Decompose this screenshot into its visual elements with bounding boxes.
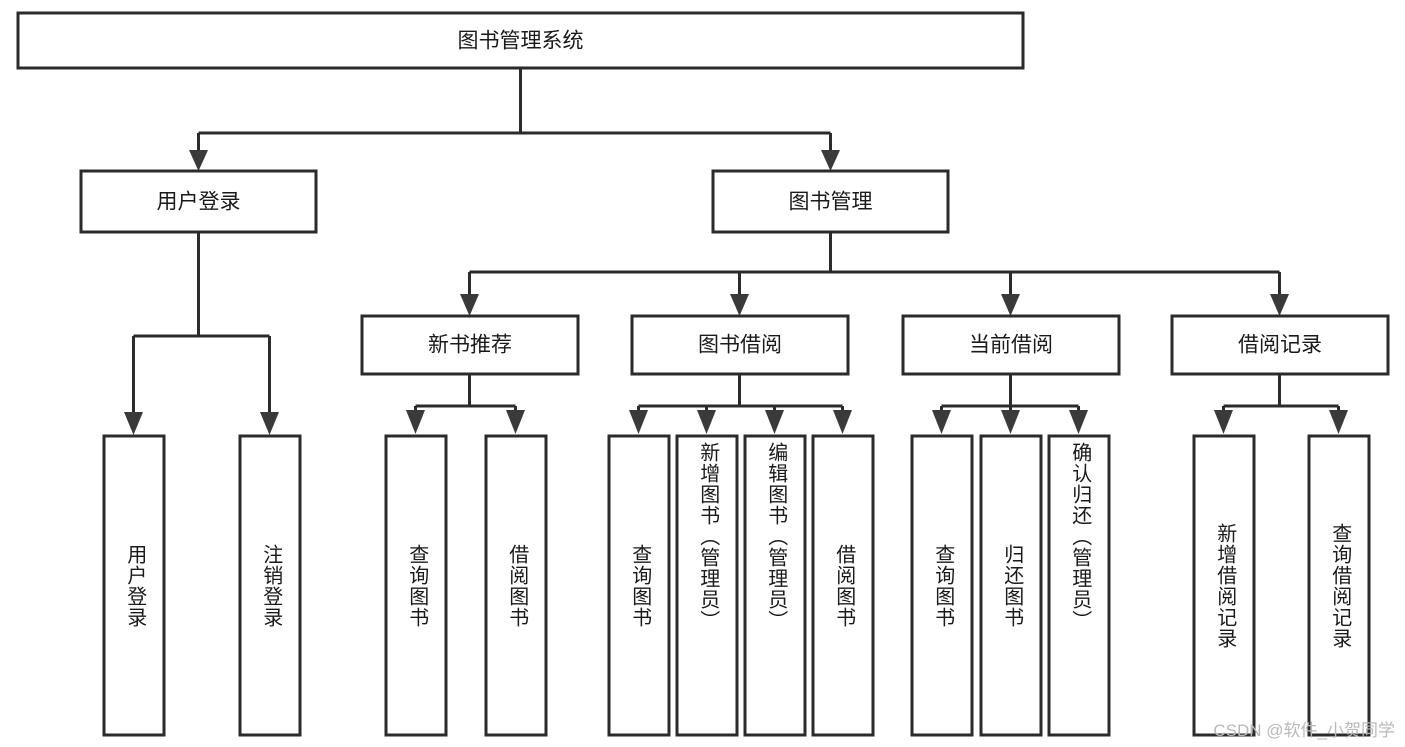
leaf-box-bb-edit[interactable] bbox=[743, 434, 807, 737]
arrow-to-current-borrow bbox=[1001, 294, 1020, 316]
arrow-leaf-bb-edit bbox=[765, 410, 784, 434]
arrow-leaf-newbook-borrow bbox=[506, 410, 525, 434]
node-new-book-recommend-label: 新书推荐 bbox=[428, 334, 512, 357]
arrow-leaf-br-query bbox=[1329, 410, 1348, 434]
arrow-leaf-bb-add bbox=[697, 410, 716, 434]
leaf-box-cb-return[interactable] bbox=[979, 434, 1043, 737]
node-borrow-record-label: 借阅记录 bbox=[1238, 334, 1322, 357]
arrow-to-userlogin bbox=[189, 150, 208, 171]
leaf-box-bb-borrow[interactable] bbox=[811, 434, 875, 737]
arrow-leaf-cb-confirm bbox=[1069, 410, 1088, 434]
arrow-to-bookmgmt bbox=[821, 150, 840, 171]
connectors-layer bbox=[124, 68, 1348, 435]
leaf-box-logout[interactable] bbox=[238, 434, 302, 737]
arrow-leaf-bb-borrow bbox=[833, 410, 852, 434]
node-book-borrow[interactable] bbox=[630, 314, 850, 376]
leaf-box-newbook-query[interactable] bbox=[384, 434, 448, 737]
leaf-box-bb-add[interactable] bbox=[675, 434, 739, 737]
node-borrow-record[interactable] bbox=[1170, 314, 1390, 376]
node-user-login-label: 用户登录 bbox=[157, 191, 241, 214]
leaf-box-br-query[interactable] bbox=[1307, 434, 1371, 737]
csdn-watermark: CSDN @软件_小贺同学 bbox=[1213, 721, 1395, 740]
arrow-leaf-cb-query bbox=[932, 410, 951, 434]
leaf-box-br-add[interactable] bbox=[1192, 434, 1256, 737]
leaf-box-cb-confirm[interactable] bbox=[1047, 434, 1111, 737]
leaf-box-bb-query[interactable] bbox=[607, 434, 671, 737]
arrow-to-book-borrow bbox=[730, 294, 749, 316]
arrow-leaf-newbook-query bbox=[406, 410, 425, 434]
leaf-box-cb-query[interactable] bbox=[910, 434, 974, 737]
node-current-borrow-label: 当前借阅 bbox=[969, 334, 1053, 357]
node-new-book-recommend[interactable] bbox=[360, 314, 580, 376]
node-current-borrow[interactable] bbox=[901, 314, 1121, 376]
arrow-leaf-user-login bbox=[124, 412, 143, 435]
arrow-leaf-bb-query bbox=[629, 410, 648, 434]
node-root[interactable] bbox=[16, 11, 1025, 70]
arrow-leaf-logout bbox=[260, 412, 279, 435]
node-user-login[interactable] bbox=[79, 169, 318, 234]
node-root-label: 图书管理系统 bbox=[458, 30, 584, 53]
leaf-box-user-login[interactable] bbox=[102, 434, 166, 737]
leaf-box-newbook-borrow[interactable] bbox=[484, 434, 548, 737]
node-book-borrow-label: 图书借阅 bbox=[698, 334, 782, 357]
node-book-management-label: 图书管理 bbox=[789, 191, 873, 214]
arrow-leaf-br-add bbox=[1214, 410, 1233, 434]
node-book-management[interactable] bbox=[711, 169, 950, 234]
arrow-leaf-cb-return bbox=[1001, 410, 1020, 434]
nodes-layer: 图书管理系统 用户登录 图书管理 新书推荐 图书借阅 当前借阅 借阅记录 bbox=[16, 11, 1390, 737]
arrow-to-new-book-recommend bbox=[460, 294, 479, 316]
arrow-to-borrow-record bbox=[1270, 294, 1289, 316]
